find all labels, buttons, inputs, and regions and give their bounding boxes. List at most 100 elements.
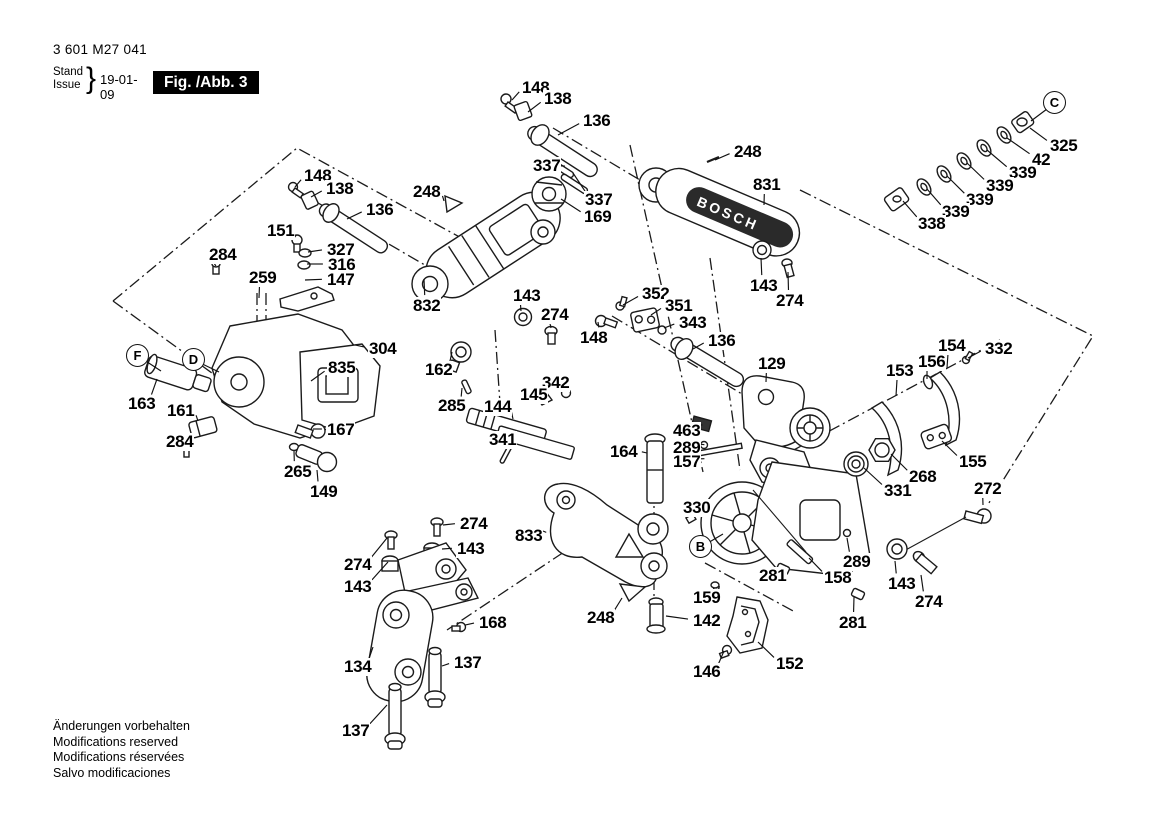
issue-block: Stand Issue } 19-01-09 [53,62,147,102]
part-label-327: 327 [326,240,356,259]
part-label-129: 129 [757,354,787,373]
part-label-352: 352 [641,284,671,303]
part-label-268: 268 [908,467,938,486]
part-label-138: 138 [325,179,355,198]
part-label-284: 284 [208,245,238,264]
part-label-463: 463 [672,421,702,440]
washer-156 [922,374,934,390]
part-label-338: 338 [917,214,947,233]
washer-42 [996,126,1012,144]
reference-letter-B: B [689,535,712,558]
part-label-146: 146 [692,662,722,681]
footer-line-es: Salvo modificaciones [53,765,171,780]
document-header: 3 601 M27 041 Stand Issue } 19-01-09 [53,42,147,102]
triangle-marker-248-bottom [618,583,647,603]
figure-label-badge: Fig. /Abb. 3 [153,71,259,94]
part-label-147: 147 [326,270,356,289]
bolt-149-head [316,451,338,473]
part-label-337: 337 [584,190,614,209]
ball-289 [842,528,852,538]
part-label-148: 148 [579,328,609,347]
part-label-153: 153 [885,361,915,380]
part-label-343: 343 [678,313,708,332]
part-label-274: 274 [459,514,489,533]
pin-137-right [428,650,442,696]
triangle-marker-248-top [444,194,464,214]
pin-137-left [388,686,402,738]
part-label-330: 330 [682,498,712,517]
part-label-134: 134 [343,657,373,676]
reference-letter-F: F [126,344,149,367]
stand-label: Stand [53,66,84,78]
part-label-339: 339 [1008,163,1038,182]
part-label-259: 259 [248,268,278,287]
part-label-325: 325 [1049,136,1079,155]
issue-date: 19-01-09 [100,72,138,102]
washer-339-b [956,152,972,170]
part-label-316: 316 [327,255,357,274]
part-label-351: 351 [664,296,694,315]
part-label-143: 143 [343,577,373,596]
part-label-151: 151 [266,221,296,240]
part-label-136: 136 [365,200,395,219]
part-label-341: 341 [488,430,518,449]
part-label-833: 833 [514,526,544,545]
washer-327 [298,248,312,258]
part-label-832: 832 [412,296,442,315]
leader-lines [137,91,1056,725]
issue-label: Issue [53,79,81,91]
part-label-144: 144 [483,397,513,416]
part-label-136: 136 [582,111,612,130]
wedge-158 [786,539,814,565]
part-label-274: 274 [914,592,944,611]
part-label-248: 248 [412,182,442,201]
part-label-289: 289 [842,552,872,571]
part-label-156: 156 [917,352,947,371]
part-label-138: 138 [543,89,573,108]
part-label-339: 339 [965,190,995,209]
part-label-289: 289 [672,438,702,457]
brace-glyph: } [86,62,97,95]
part-label-274: 274 [343,555,373,574]
part-label-158: 158 [823,568,853,587]
part-label-337: 337 [532,156,562,175]
part-label-831: 831 [752,175,782,194]
legal-footer: Änderungen vorbehalten Modifications res… [53,719,190,781]
pin-164-shaft [646,440,664,504]
part-label-159: 159 [692,588,722,607]
part-label-155: 155 [958,452,988,471]
document-number: 3 601 M27 041 [53,42,147,57]
part-label-274: 274 [540,305,570,324]
washer-339-d [916,178,932,196]
part-label-145: 145 [519,385,549,404]
bracket-147 [279,286,335,312]
washer-339-a [976,139,992,157]
part-label-332: 332 [984,339,1014,358]
part-label-281: 281 [758,566,788,585]
part-label-161: 161 [166,401,196,420]
part-label-168: 168 [478,613,508,632]
part-label-143: 143 [512,286,542,305]
part-label-272: 272 [973,479,1003,498]
part-label-143: 143 [456,539,486,558]
part-label-248: 248 [733,142,763,161]
part-label-167: 167 [326,420,356,439]
part-label-835: 835 [327,358,357,377]
reference-letter-C: C [1043,91,1066,114]
part-label-143: 143 [887,574,917,593]
warning-triangle-large [614,532,645,558]
footer-line-en: Modifications reserved [53,734,179,749]
yoke-833 [544,482,664,588]
part-label-137: 137 [453,653,483,672]
clamp-138-top [513,100,533,122]
footer-line-fr: Modifications réservées [53,750,185,764]
part-label-154: 154 [937,336,967,355]
washer-339-c [936,165,952,183]
part-label-281: 281 [838,613,868,632]
part-label-162: 162 [424,360,454,379]
washer-316 [297,260,311,270]
pin-281-b [850,587,866,601]
part-label-163: 163 [127,394,157,413]
part-label-143: 143 [749,276,779,295]
